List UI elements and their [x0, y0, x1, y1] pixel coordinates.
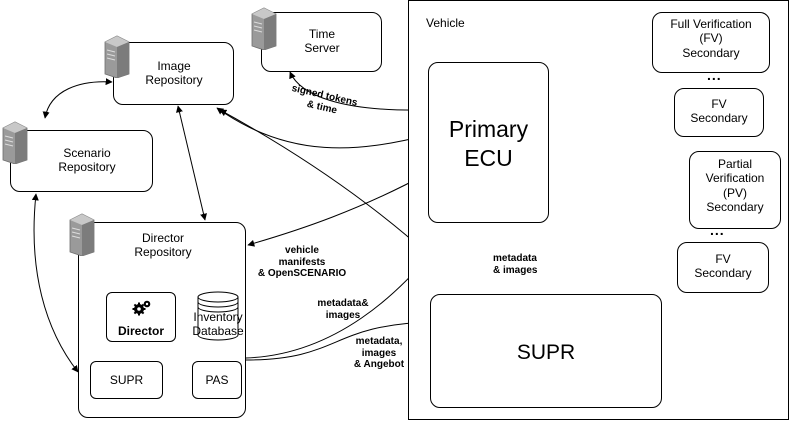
image-repository-line-2: Repository: [145, 73, 203, 88]
fv-secondary-2-line-2: Secondary: [690, 111, 748, 126]
time-server-box: [261, 12, 382, 72]
server-icon: [2, 121, 28, 164]
director-supr-box: [90, 361, 163, 399]
annotation-metadata-images-angebot: metadata, images & Angebot: [346, 336, 412, 371]
database-icon: [197, 291, 239, 341]
edge-ecu-to-director: [247, 171, 431, 247]
pas-box: [192, 361, 242, 399]
scenario-repository-line-2: Repository: [58, 160, 116, 175]
scenario-repository-label: Scenario Repository: [32, 146, 142, 175]
image-repository-label: Image Repository: [124, 59, 224, 88]
fv-secondary-3-box: [677, 242, 769, 293]
primary-ecu-line-2: ECU: [464, 144, 513, 171]
fv-secondary-2-box: [674, 88, 764, 137]
edge-image-to-scenario: [42, 78, 113, 119]
fv-secondary-1-label: Full Verification (FV) Secondary: [652, 17, 770, 60]
inventory-database-line-2: Database: [192, 324, 244, 339]
server-icon: [104, 35, 130, 78]
secondary-ellipsis-1: ...: [707, 67, 722, 83]
annotation-metadata-images-ecu-line-2: & images: [493, 264, 538, 276]
primary-ecu-line-1: Primary: [448, 116, 529, 142]
director-repository-line-2: Repository: [134, 245, 192, 260]
server-icon: [251, 7, 277, 50]
time-server-label: Time Server: [272, 27, 372, 56]
inventory-database-line-1: Inventory: [193, 310, 243, 324]
pv-secondary-line-2: Verification: [705, 171, 765, 186]
edge-image-to-ecu: [216, 107, 429, 149]
director-component-box: [106, 292, 176, 342]
annotation-metadata-images-ecu: metadata & images: [493, 253, 537, 276]
annotation-metadata-images-ecu-line-1: metadata: [493, 253, 537, 264]
edge-image-to-director: [176, 105, 207, 221]
pas-label: PAS: [205, 373, 229, 387]
annotation-vehicle-manifests: vehicle manifests & OpenSCENARIO: [252, 245, 352, 280]
time-server-line-1: Time: [308, 27, 336, 41]
pv-secondary-line-3: (PV): [723, 185, 747, 200]
secondary-ellipsis-2: ...: [710, 222, 725, 238]
annotation-metadata-images-angebot-line-1: metadata,: [355, 336, 403, 347]
annotation-metadata-images-angebot-line-2: images: [361, 347, 397, 359]
pv-secondary-line-1: Partial: [717, 157, 752, 171]
annotation-metadata-images-left-line-1: metadata&: [317, 298, 369, 309]
annotation-vehicle-manifests-line-1: vehicle: [285, 245, 319, 256]
fv-secondary-2-line-1: FV: [711, 97, 727, 111]
annotation-vehicle-manifests-line-2: manifests: [278, 256, 326, 268]
primary-ecu-box: [428, 62, 549, 223]
fv-secondary-1-line-3: Secondary: [682, 45, 740, 60]
scenario-repository-line-1: Scenario: [63, 146, 111, 160]
image-repository-box: [113, 42, 234, 105]
fv-secondary-3-line-2: Secondary: [694, 266, 752, 281]
edge-director-to-supr: [245, 318, 431, 361]
annotation-metadata-images-left-line-2: images: [325, 309, 361, 321]
primary-ecu-label: Primary ECU: [428, 115, 549, 173]
scenario-repository-box: [10, 130, 153, 192]
director-supr-label: SUPR: [109, 373, 144, 387]
pv-secondary-box: [689, 151, 781, 229]
time-server-line-2: Server: [304, 41, 340, 56]
fv-secondary-3-line-1: FV: [715, 252, 731, 266]
vehicle-label: Vehicle: [426, 16, 465, 30]
annotation-metadata-images-left: metadata& images: [310, 298, 376, 321]
director-repository-line-1: Director: [141, 231, 184, 245]
inventory-database-label: Inventory Database: [186, 310, 250, 339]
image-repository-line-1: Image: [157, 59, 191, 73]
annotation-metadata-images-angebot-line-3: & Angebot: [353, 359, 405, 370]
gears-icon: [132, 300, 151, 316]
pv-secondary-line-4: Secondary: [706, 200, 764, 215]
fv-secondary-1-line-1: Full Verification: [670, 17, 752, 31]
annotation-vehicle-manifests-line-3: & OpenSCENARIO: [257, 268, 347, 279]
director-repository-label: Director Repository: [118, 231, 208, 260]
edge-scenario-to-director-supr: [31, 193, 79, 373]
vehicle-supr-box: [430, 294, 662, 408]
server-icon: [69, 213, 95, 256]
fv-secondary-1-box: [652, 12, 770, 73]
fv-secondary-1-line-2: (FV): [699, 31, 723, 46]
fv-secondary-3-label: FV Secondary: [677, 252, 769, 281]
pv-secondary-label: Partial Verification (PV) Secondary: [689, 157, 781, 215]
director-component-label: Director: [117, 324, 164, 338]
vehicle-supr-label: SUPR: [516, 341, 576, 364]
fv-secondary-2-label: FV Secondary: [674, 97, 764, 126]
